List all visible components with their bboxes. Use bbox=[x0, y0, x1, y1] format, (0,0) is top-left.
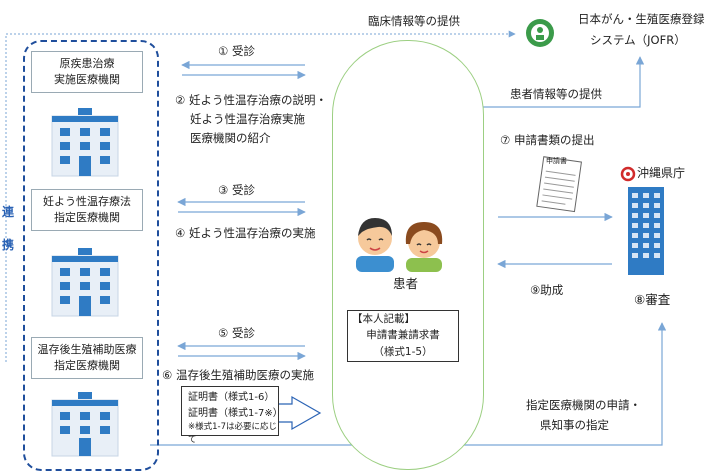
step-2-label-cont2: 医療機関の紹介 bbox=[190, 131, 271, 145]
institution-assisted-reproduction: 温存後生殖補助医療 指定医療機関 bbox=[31, 337, 143, 379]
patient-zone bbox=[332, 40, 484, 470]
hospital-building-icon bbox=[51, 108, 119, 177]
institution-fertility-preservation: 妊よう性温存療法 指定医療機関 bbox=[31, 189, 143, 231]
certificate-list: 証明書（様式1-6） 証明書（様式1-7※） ※様式1-7は必要に応じて bbox=[181, 386, 283, 445]
certificate-1: 証明書（様式1-6） bbox=[188, 392, 275, 403]
institutions-group bbox=[23, 40, 159, 471]
jofr-logo-icon bbox=[526, 19, 554, 47]
renkei-char-2: 携 bbox=[2, 238, 15, 252]
step-4-label: ④ 妊よう性温存治療の実施 bbox=[175, 226, 316, 240]
designation-label-line1: 指定医療機関の申請・ bbox=[526, 398, 641, 412]
jofr-name-line2: システム（JOFR） bbox=[590, 33, 686, 47]
step-6-label: ⑥ 温存後生殖補助医療の実施 bbox=[162, 368, 314, 382]
patient-doc-title: 申請書兼請求書 bbox=[366, 329, 440, 342]
patient-doc-form-number: （様式1-5） bbox=[373, 345, 433, 358]
step-2-label-cont: 妊よう性温存治療実施 bbox=[190, 112, 305, 126]
step-8-label: ⑧審査 bbox=[634, 292, 671, 307]
step-7-label: ⑦ 申請書類の提出 bbox=[500, 133, 595, 147]
renkei-char-1: 連 bbox=[2, 205, 15, 219]
patient-label: 患者 bbox=[393, 276, 419, 291]
patient-application-form: 【本人記載】 申請書兼請求書 （様式1-5） bbox=[347, 310, 459, 362]
institution-label: 妊よう性温存療法 bbox=[43, 195, 131, 209]
step-1-label: ① 受診 bbox=[218, 44, 255, 58]
step-2-label: ② 妊よう性温存治療の説明・ bbox=[175, 93, 327, 107]
hospital-building-icon bbox=[51, 248, 119, 317]
certificate-note: ※様式1-7は必要に応じて bbox=[188, 422, 278, 446]
institution-label: 原疾患治療 bbox=[59, 57, 115, 71]
step-5-label: ⑤ 受診 bbox=[218, 326, 255, 340]
jofr-name-line1: 日本がん・生殖医療登録 bbox=[578, 12, 705, 26]
step-3-label: ③ 受診 bbox=[218, 183, 255, 197]
hospital-building-icon bbox=[51, 392, 119, 457]
institution-label: 温存後生殖補助医療 bbox=[37, 343, 137, 357]
certificate-2: 証明書（様式1-7※） bbox=[188, 407, 283, 419]
patients-icon bbox=[356, 218, 443, 272]
institution-label: 指定医療機関 bbox=[54, 211, 120, 224]
institution-label: 実施医療機関 bbox=[54, 73, 120, 86]
application-form-icon bbox=[536, 156, 582, 213]
okinawa-label: 沖縄県庁 bbox=[637, 166, 686, 180]
patient-info-label: 患者情報等の提供 bbox=[510, 87, 602, 101]
form-header-label: 申請書 bbox=[546, 157, 567, 165]
designation-label-line2: 県知事の指定 bbox=[540, 418, 609, 432]
clinical-info-label: 臨床情報等の提供 bbox=[368, 14, 460, 28]
patient-doc-header: 【本人記載】 bbox=[352, 313, 415, 325]
step-9-label: ⑨助成 bbox=[530, 283, 564, 297]
okinawa-logo-icon bbox=[620, 166, 636, 182]
government-building-icon bbox=[628, 187, 664, 275]
institution-primary-treatment: 原疾患治療 実施医療機関 bbox=[31, 51, 143, 93]
institution-label: 指定医療機関 bbox=[54, 359, 120, 372]
